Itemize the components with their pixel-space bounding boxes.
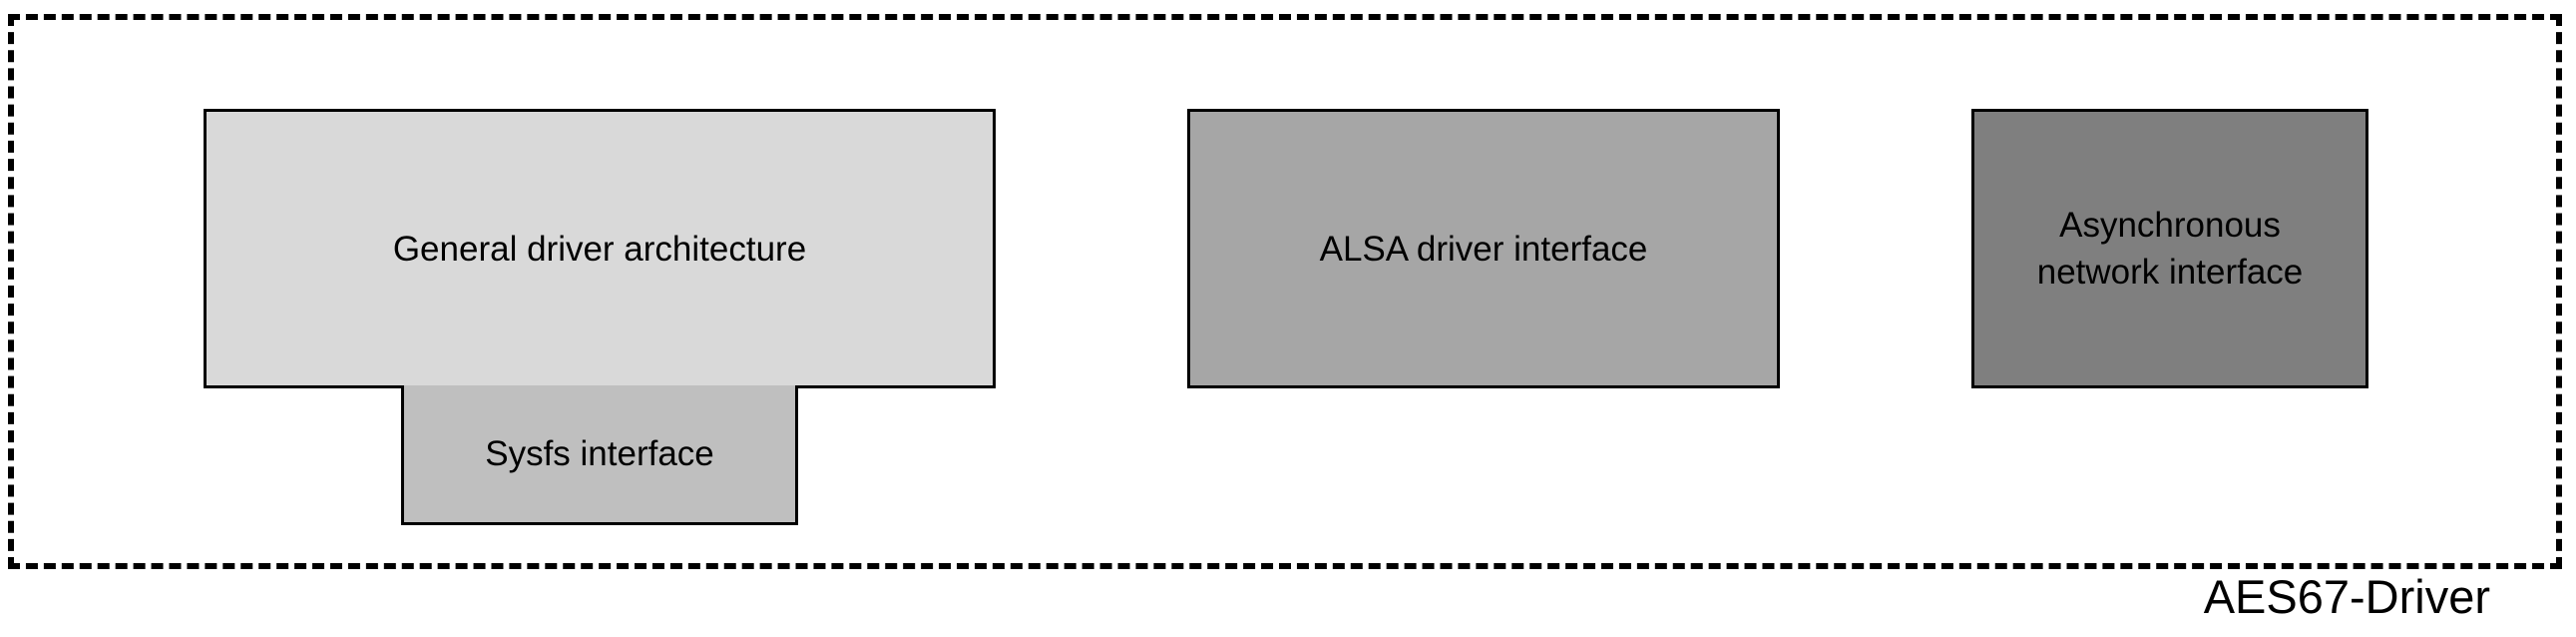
aes67-driver-boundary [8, 14, 2562, 569]
alsa-driver-interface-label: ALSA driver interface [1319, 229, 1648, 269]
aes67-driver-caption: AES67-Driver [2203, 570, 2490, 623]
general-driver-architecture-block: General driver architecture [204, 109, 996, 388]
asynchronous-network-interface-block: Asynchronous network interface [1971, 109, 2368, 388]
alsa-driver-interface-block: ALSA driver interface [1187, 109, 1780, 388]
asynchronous-network-interface-label: Asynchronous network interface [2036, 206, 2304, 292]
general-driver-architecture-label: General driver architecture [392, 229, 807, 269]
sysfs-interface-block: Sysfs interface [401, 385, 798, 525]
sysfs-interface-label: Sysfs interface [485, 434, 714, 473]
